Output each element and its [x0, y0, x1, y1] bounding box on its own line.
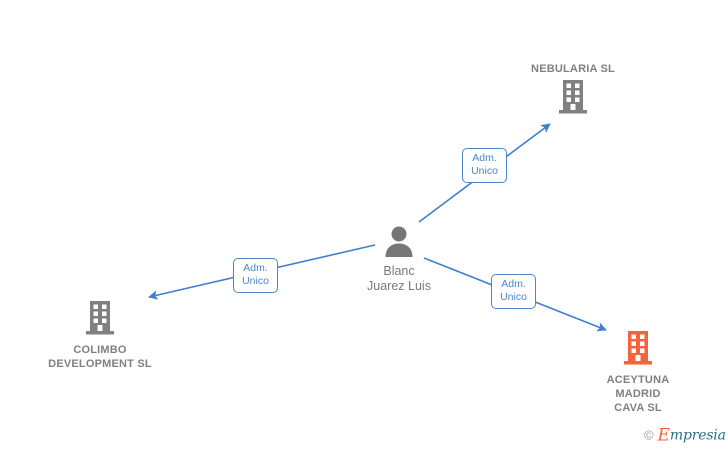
node-aceytuna[interactable]: ACEYTUNA MADRID CAVA SL: [558, 330, 718, 415]
copyright-icon: ©: [644, 427, 654, 443]
node-label-nebularia: NEBULARIA SL: [531, 63, 615, 75]
building-icon: [493, 79, 653, 120]
node-colimbo[interactable]: COLIMBO DEVELOPMENT SL: [20, 300, 180, 371]
node-label-person: Blanc Juarez Luis: [367, 264, 431, 293]
node-label-colimbo: COLIMBO DEVELOPMENT SL: [48, 344, 152, 370]
node-nebularia[interactable]: NEBULARIA SL: [493, 62, 653, 120]
watermark-empresia: © Empresia: [644, 425, 726, 446]
edge-label-aceytuna[interactable]: Adm. Unico: [491, 274, 536, 309]
building-icon: [20, 300, 180, 341]
building-icon: [558, 330, 718, 371]
brand-name: mpresia: [669, 427, 726, 444]
person-icon: [319, 225, 479, 262]
brand-initial: E: [657, 425, 670, 446]
node-label-aceytuna: ACEYTUNA MADRID CAVA SL: [606, 374, 670, 414]
node-person[interactable]: Blanc Juarez Luis: [319, 225, 479, 294]
edge-label-colimbo[interactable]: Adm. Unico: [233, 258, 278, 293]
edge-label-nebularia[interactable]: Adm. Unico: [462, 148, 507, 183]
